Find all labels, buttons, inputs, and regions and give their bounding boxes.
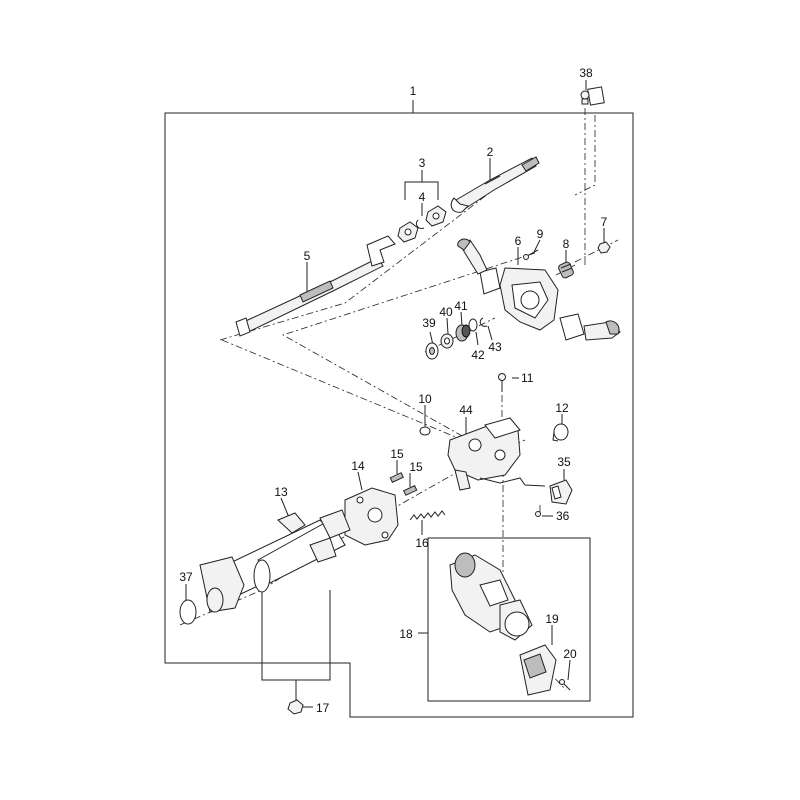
callout-39: 39 (422, 316, 436, 330)
callout-14: 14 (351, 459, 365, 473)
part-6-switch-housing (457, 238, 621, 341)
leader-42 (475, 331, 479, 346)
axis-line-38-right (574, 115, 596, 196)
leader-9 (533, 239, 541, 253)
part-37-collar (179, 556, 245, 625)
callout-12: 12 (555, 401, 569, 415)
part-14-tilt-bracket (344, 487, 399, 546)
part-12-ring (552, 423, 569, 442)
part-20-screw (559, 679, 571, 691)
axis-line-switch-parts (424, 317, 496, 353)
part-7-nut (597, 241, 611, 254)
assembly-frame (164, 112, 634, 718)
callout-8: 8 (563, 237, 570, 251)
part-38-bolt (580, 86, 605, 106)
callout-20: 20 (563, 647, 577, 661)
callout-13: 13 (274, 485, 288, 499)
callout-19: 19 (545, 612, 559, 626)
callout-4: 4 (419, 190, 426, 204)
part-17-nut (287, 699, 304, 715)
leader-41 (460, 311, 463, 327)
callout-15-lower: 15 (409, 460, 423, 474)
leader-20 (567, 659, 571, 681)
leader-43 (487, 325, 493, 341)
callout-17: 17 (316, 701, 330, 715)
leader-17-bracket (261, 590, 331, 681)
part-18-ignition-housing (449, 552, 533, 641)
callout-10: 10 (418, 392, 432, 406)
part-41-spring (455, 324, 471, 342)
axis-line-7 (574, 239, 619, 263)
callout-5: 5 (304, 249, 311, 263)
part-15-pin-upper (389, 472, 404, 484)
callout-7: 7 (601, 215, 608, 229)
callout-41: 41 (454, 299, 468, 313)
callout-15-upper: 15 (390, 447, 404, 461)
part-19-lock-cylinder (519, 644, 557, 696)
callout-1: 1 (410, 84, 417, 98)
part-8-spring-coil (558, 261, 574, 279)
part-10-cap (419, 426, 431, 436)
callout-16: 16 (415, 536, 429, 550)
callout-42: 42 (471, 348, 485, 362)
callout-3: 3 (419, 156, 426, 170)
ignition-subassembly-frame (427, 537, 591, 702)
callout-35: 35 (557, 455, 571, 469)
callout-38: 38 (579, 66, 593, 80)
part-11-bolt (498, 373, 506, 392)
part-42-collar (468, 318, 478, 332)
callout-11: 11 (521, 371, 534, 385)
part-2-upper-shaft (450, 156, 540, 213)
callout-2: 2 (487, 145, 494, 159)
part-3-universal-joint (397, 205, 447, 243)
part-5-intermediate-shaft (235, 235, 396, 337)
callout-6: 6 (515, 234, 522, 248)
axis-line-shaft (219, 161, 531, 341)
callout-40: 40 (439, 305, 453, 319)
part-36-screw (535, 511, 541, 517)
part-16-spring (409, 510, 446, 521)
part-39-washer (425, 342, 439, 360)
callout-9: 9 (537, 227, 544, 241)
part-15-pin-lower (403, 484, 418, 496)
callout-37: 37 (179, 570, 193, 584)
part-4-clip (415, 219, 425, 229)
part-44-column-bracket (447, 417, 546, 491)
callout-18: 18 (399, 627, 413, 641)
callout-43: 43 (488, 340, 502, 354)
leader-40 (446, 317, 449, 335)
callout-36: 36 (556, 509, 570, 523)
part-40-bushing (440, 333, 454, 349)
part-43-ring (479, 317, 488, 327)
callout-44: 44 (459, 403, 473, 417)
part-35-knob (549, 479, 573, 505)
part-9-screw (523, 249, 539, 260)
leader-14 (357, 471, 363, 491)
